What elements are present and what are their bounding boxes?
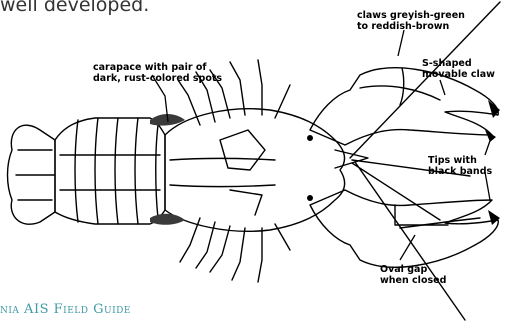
label-s-shaped: S-shaped movable claw [422,58,495,80]
walking-legs-bottom [180,218,290,282]
lower-claw [310,190,498,267]
leader-oval-gap [400,235,415,260]
rust-spot-lower [150,214,185,225]
footer-guide-title: nia AIS Field Guide [0,302,131,317]
leader-claws-color [398,30,404,56]
label-oval-gap: Oval gap when closed [380,264,446,286]
abdomen [55,118,165,224]
label-carapace: carapace with pair of dark, rust-colored… [93,62,222,84]
label-claws-color: claws greyish-green to reddish-brown [357,10,465,32]
leader-s-shaped [440,80,445,95]
carapace-dot [307,195,313,201]
carapace [165,109,345,232]
label-tips: Tips with black bands [428,155,492,177]
carapace-dot [307,135,313,141]
